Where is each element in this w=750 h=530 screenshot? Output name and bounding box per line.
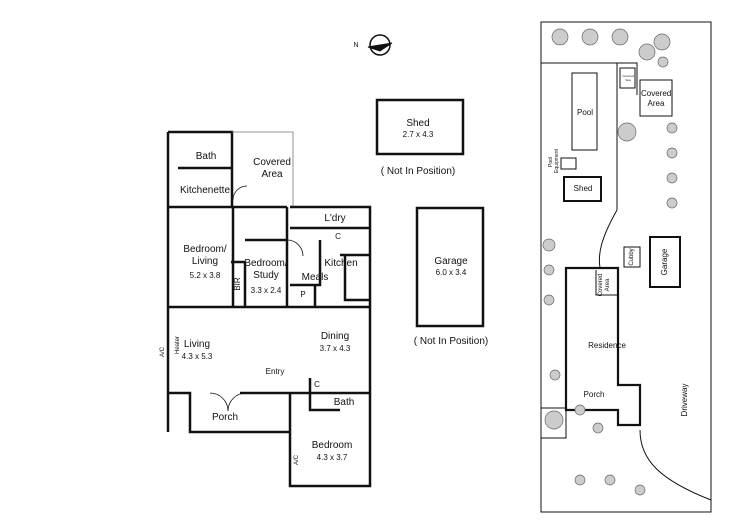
room-label-entry: Entry bbox=[265, 367, 285, 376]
room-label-covered-area: Covered Area bbox=[253, 157, 291, 180]
room-label-dining: Dining bbox=[320, 331, 350, 342]
room-label-laundry: L'dry bbox=[324, 213, 346, 224]
heater-label: Heater bbox=[175, 335, 181, 355]
room-label-bath: Bath bbox=[333, 397, 355, 408]
site-label-residence: Residence bbox=[588, 341, 626, 350]
room-label-kitchen: Kitchen bbox=[324, 258, 358, 269]
house-walls bbox=[168, 205, 372, 488]
ac-label: A/C bbox=[160, 346, 166, 358]
room-label-meals: Meals bbox=[301, 272, 329, 283]
north-label: N bbox=[353, 42, 359, 49]
room-label-bedroom: Bedroom bbox=[311, 440, 353, 451]
shed-note: ( Not In Position) bbox=[380, 166, 456, 177]
site-label-pool-equipment: Pool Equipment bbox=[548, 149, 560, 173]
site-label-driveway: Driveway bbox=[680, 383, 689, 417]
room-dim-living: 4.3 x 5.3 bbox=[181, 352, 213, 361]
room-dim-garage: 6.0 x 3.4 bbox=[435, 268, 467, 277]
room-label-garage: Garage bbox=[434, 256, 468, 267]
room-label-bedroom-living: Bedroom/ Living bbox=[183, 244, 227, 267]
site-label-shed: Shed bbox=[573, 184, 593, 193]
cupboard-label: C bbox=[335, 232, 341, 241]
site-label-pool: Pool bbox=[576, 108, 594, 117]
shed-outline bbox=[375, 98, 465, 156]
room-dim-bedroom-living: 5.2 x 3.8 bbox=[189, 271, 221, 280]
cupboard-label: C bbox=[314, 380, 320, 389]
garage-note: ( Not In Position) bbox=[413, 336, 489, 347]
room-dim-bedroom: 4.3 x 3.7 bbox=[316, 453, 348, 462]
pantry-label: P bbox=[300, 290, 306, 299]
room-dim-dining: 3.7 x 4.3 bbox=[319, 344, 351, 353]
rear-unit-walls bbox=[166, 130, 234, 432]
room-dim-shed: 2.7 x 4.3 bbox=[402, 130, 434, 139]
north-arrow-icon bbox=[367, 34, 393, 56]
room-label-bedroom-study: Bedroom/ Study bbox=[244, 258, 288, 281]
ac-label: A/C bbox=[294, 454, 300, 466]
room-dim-bedroom-study: 3.3 x 2.4 bbox=[250, 286, 282, 295]
site-label-porch: Porch bbox=[583, 390, 605, 399]
site-label-covered-spa: Covered Spa bbox=[622, 74, 634, 82]
garage-outline bbox=[415, 206, 485, 328]
site-label-cubby: Cubby bbox=[629, 248, 635, 266]
room-label-porch: Porch bbox=[211, 412, 239, 423]
room-label-living: Living bbox=[183, 339, 211, 350]
site-label-covered-area: Covered Area bbox=[641, 89, 672, 108]
site-plan-drawing bbox=[540, 21, 712, 513]
room-label-rear-bath: Bath bbox=[195, 151, 217, 162]
site-label-covered-area-2: Covered Area bbox=[598, 273, 611, 297]
tree-icons bbox=[542, 28, 678, 496]
room-label-kitchenette: Kitchenette bbox=[179, 185, 231, 196]
room-label-shed: Shed bbox=[406, 118, 430, 129]
site-label-garage: Garage bbox=[660, 248, 669, 276]
